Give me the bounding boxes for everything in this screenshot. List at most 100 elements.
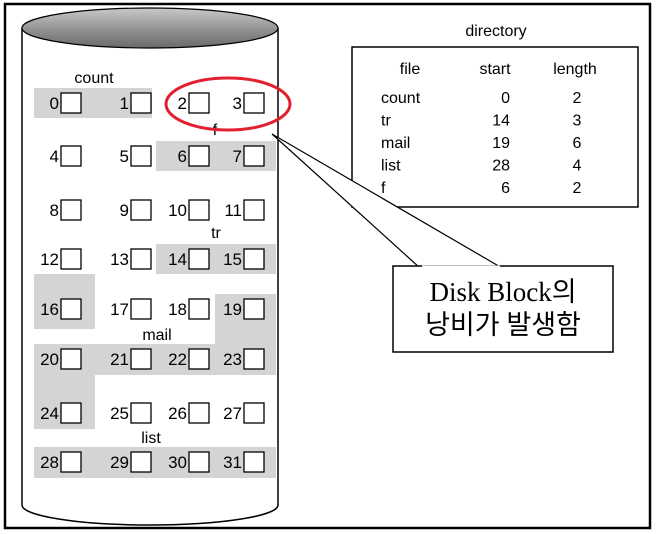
block-number: 30 [168,453,187,472]
disk-block-10: 10 [168,199,210,221]
file-label-tr: tr [211,225,221,242]
file-label-count: count [74,70,114,87]
directory-length: 6 [573,135,582,152]
block-cell [188,145,210,167]
block-number: 1 [120,94,129,113]
directory-length: 4 [573,158,582,175]
block-number: 10 [168,201,187,220]
callout-box [392,265,614,353]
block-number: 14 [168,250,187,269]
disk-block-30: 30 [168,451,210,473]
block-cell [243,248,265,270]
disk-block-3: 3 [233,92,265,114]
block-cell [60,92,82,114]
block-cell [188,92,210,114]
disk-block-19: 19 [223,298,265,320]
file-label-list: list [141,430,161,447]
block-number: 24 [40,404,59,423]
block-number: 5 [120,147,129,166]
block-number: 11 [224,201,242,220]
callout [271,133,614,353]
block-number: 3 [233,94,242,113]
block-cell [188,199,210,221]
block-number: 25 [110,404,129,423]
disk-block-17: 17 [110,298,152,320]
block-cell [60,298,82,320]
directory-table-box [351,46,639,208]
directory-start: 28 [492,158,510,175]
disk-block-28: 28 [40,451,82,473]
block-cell [243,199,265,221]
block-cell [243,451,265,473]
directory-start: 14 [492,113,510,130]
disk-block-6: 6 [178,145,210,167]
disk-block-22: 22 [168,348,210,370]
block-cell [60,402,82,424]
block-number: 0 [50,94,59,113]
outer-frame [3,2,652,530]
directory-row: list 28 4 [381,158,582,175]
block-cell [130,145,152,167]
block-number: 31 [223,453,242,472]
block-cell [188,451,210,473]
disk-block-25: 25 [110,402,152,424]
block-cell [188,298,210,320]
disk-block-31: 31 [223,451,265,473]
directory-file: f [381,180,386,197]
block-number: 15 [223,250,242,269]
disk-block-18: 18 [168,298,210,320]
block-cell [130,92,152,114]
block-number: 13 [110,250,129,269]
allocated-region [34,372,95,402]
directory-file: mail [381,135,410,152]
directory-header-start: start [479,61,511,78]
disk-block-21: 21 [110,348,152,370]
disk-block-20: 20 [40,348,82,370]
disk-block-27: 27 [223,402,265,424]
block-number: 9 [120,201,129,220]
block-cell [60,451,82,473]
disk-block-26: 26 [168,402,210,424]
directory-length: 3 [573,113,582,130]
block-number: 26 [168,404,187,423]
disk-block-4: 4 [50,145,82,167]
highlight-ellipse [164,76,292,132]
block-cell [243,145,265,167]
disk-block-14: 14 [168,248,210,270]
block-cell [130,298,152,320]
directory-file: list [381,158,401,175]
disk-block-12: 12 [40,248,82,270]
block-cell [243,348,265,370]
disk-block-24: 24 [40,402,82,424]
file-label-mail: mail [142,327,171,344]
block-number: 19 [223,300,242,319]
block-number: 20 [40,350,59,369]
disk-top [21,7,279,49]
disk-block-2: 2 [178,92,210,114]
allocated-region [215,322,276,352]
callout-line-2: 낭비가 발생함 [425,310,581,340]
block-number: 22 [168,350,187,369]
directory-header-file: file [400,61,421,78]
block-cell [60,348,82,370]
block-cell [130,451,152,473]
callout-line-1: Disk Block의 [429,277,577,307]
block-number: 12 [40,250,59,269]
disk-block-13: 13 [110,248,152,270]
block-number: 21 [110,350,129,369]
disk-block-16: 16 [40,298,82,320]
disk-block-29: 29 [110,451,152,473]
block-number: 23 [223,350,242,369]
disk-block-1: 1 [120,92,152,114]
callout-text: Disk Block의 낭비가 발생함 [393,266,613,352]
directory-start: 6 [501,180,510,197]
block-number: 4 [50,147,59,166]
disk-block-7: 7 [233,145,265,167]
